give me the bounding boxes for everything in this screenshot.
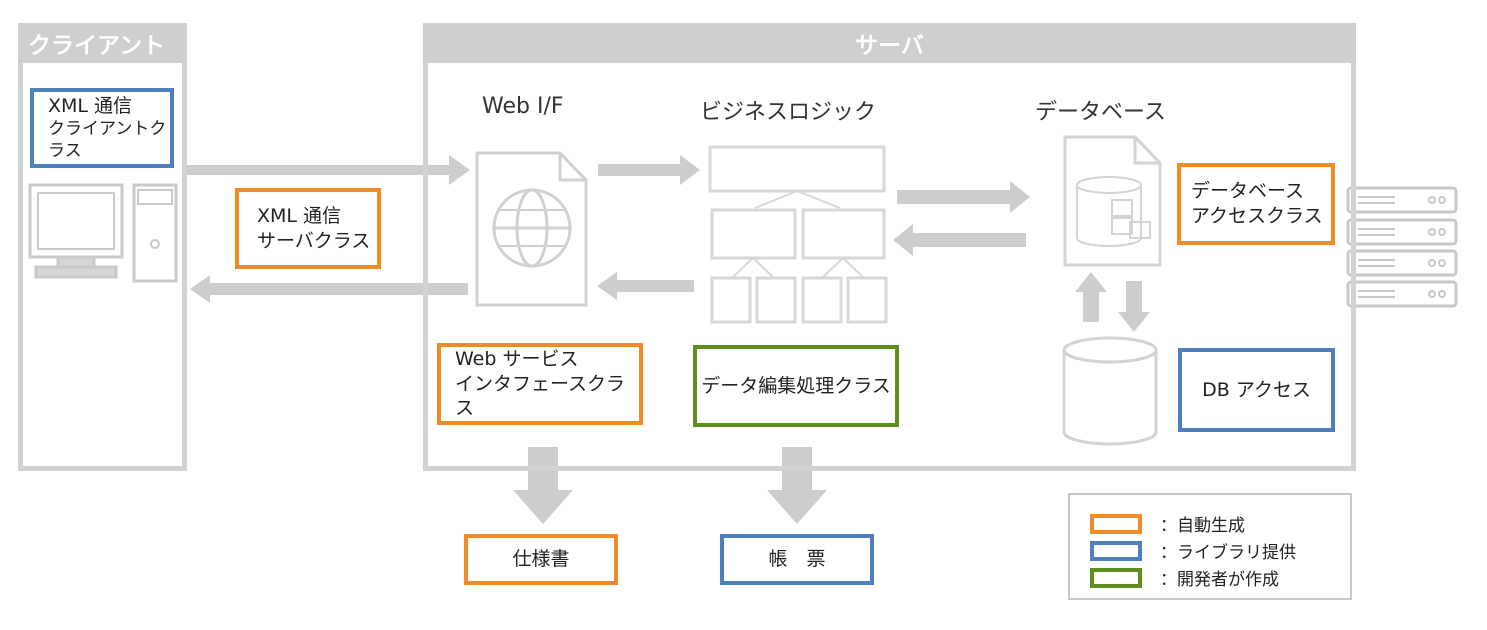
database-cylinder-icon <box>1062 336 1158 446</box>
xml-server-class-box: XML 通信 サーバクラス <box>235 188 381 269</box>
data-edit-class-box: データ編集処理クラス <box>693 345 899 427</box>
arrow-logic-to-db <box>897 181 1030 213</box>
xml-client-class-box: XML 通信 クライアントクラス <box>30 88 174 168</box>
business-logic-tree-icon <box>708 145 888 324</box>
legend-label: ：開発者が作成 <box>1160 570 1279 590</box>
legend-row-library: ：ライブラリ提供 <box>1090 538 1296 563</box>
web-if-title: Web I/F <box>482 94 564 119</box>
arrow-logic-to-webif <box>597 272 694 300</box>
legend-row-developer: ：開発者が作成 <box>1090 565 1279 590</box>
client-panel-header: クライアント <box>18 23 187 63</box>
legend-row-auto: ：自動生成 <box>1090 511 1245 536</box>
data-edit-class-line1: データ編集処理クラス <box>701 374 891 397</box>
db-class-document-icon <box>1063 135 1162 267</box>
db-access-line1: DB アクセス <box>1202 378 1311 401</box>
client-panel-title: クライアント <box>28 33 166 59</box>
arrow-server-to-client <box>190 275 468 303</box>
business-logic-title: ビジネスロジック <box>700 100 877 125</box>
legend-swatch-blue <box>1090 540 1142 561</box>
legend-label: ：自動生成 <box>1160 516 1245 536</box>
web-service-class-line2: インタフェースクラス <box>455 372 626 420</box>
legend-swatch-orange <box>1090 513 1142 534</box>
client-pc-icon <box>28 183 178 283</box>
xml-server-class-line2: サーバクラス <box>257 229 371 252</box>
specification-box: 仕様書 <box>464 534 618 585</box>
xml-server-class-line1: XML 通信 <box>257 204 342 227</box>
xml-client-class-line2: クライアントクラス <box>48 119 167 162</box>
report-label: 帳 票 <box>768 548 826 571</box>
web-service-class-box: Web サービス インタフェースクラス <box>437 343 643 425</box>
arrow-db-up <box>1075 272 1107 322</box>
arrow-db-down <box>1118 281 1150 332</box>
server-rack-icon <box>1346 186 1458 308</box>
report-box: 帳 票 <box>720 534 874 585</box>
arrow-webif-to-logic <box>598 155 700 185</box>
specification-label: 仕様書 <box>512 548 570 571</box>
server-panel-header: サーバ <box>423 23 1356 63</box>
database-title: データベース <box>1035 100 1166 125</box>
db-access-box: DB アクセス <box>1178 348 1335 432</box>
db-access-class-line1: データベース <box>1191 180 1305 203</box>
xml-client-class-line1: XML 通信 <box>48 94 133 117</box>
legend-swatch-green <box>1090 567 1142 588</box>
web-service-class-line1: Web サービス <box>455 347 579 370</box>
web-document-icon <box>475 151 588 307</box>
legend-label: ：ライブラリ提供 <box>1160 543 1296 563</box>
db-access-class-line2: アクセスクラス <box>1191 205 1323 227</box>
server-panel-title: サーバ <box>855 33 924 59</box>
arrow-client-to-server <box>186 155 470 185</box>
arrow-db-to-logic <box>893 224 1026 256</box>
legend: ：自動生成 ：ライブラリ提供 ：開発者が作成 <box>1068 493 1352 600</box>
db-access-class-box: データベース アクセスクラス <box>1177 163 1335 245</box>
